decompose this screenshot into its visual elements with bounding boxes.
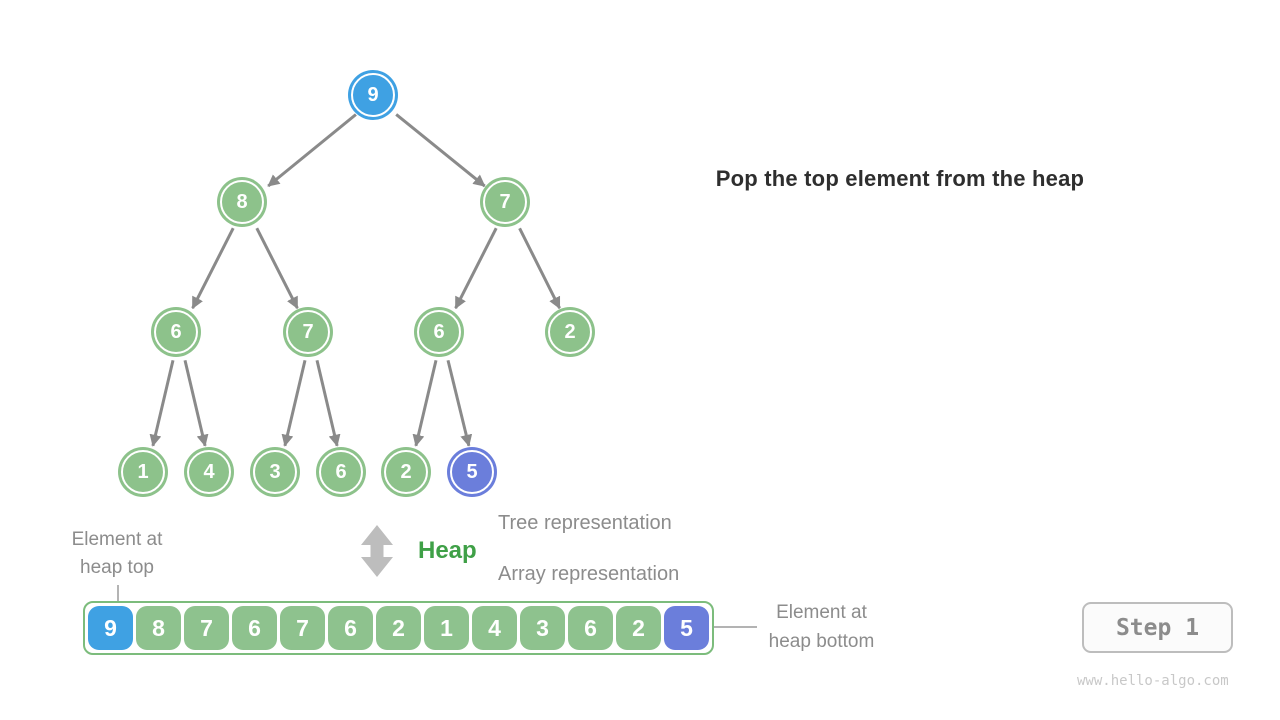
heap-label: Heap [418, 537, 477, 564]
tree-node-heap-bottom: 5 [450, 450, 494, 494]
array-representation-label: Array representation [498, 563, 680, 585]
array-cell: 6 [328, 606, 373, 650]
tree-node: 2 [548, 310, 592, 354]
heap-array: 9 8 7 6 7 6 2 1 4 3 6 2 5 [83, 601, 714, 655]
heap-top-label: Element at heap top [38, 526, 196, 582]
array-cell: 2 [616, 606, 661, 650]
tree-node: 4 [187, 450, 231, 494]
array-cell: 6 [568, 606, 613, 650]
tree-node: 6 [417, 310, 461, 354]
tree-node: 8 [220, 180, 264, 224]
heap-bottom-label-line1: Element at [776, 602, 867, 623]
page-title: Pop the top element from the heap [715, 166, 1085, 191]
heap-top-label-line2: heap top [80, 557, 154, 578]
array-cell: 7 [280, 606, 325, 650]
heap-bottom-label: Element at heap bottom [744, 598, 899, 656]
heap-top-label-line1: Element at [71, 529, 163, 550]
tree-node: 7 [483, 180, 527, 224]
array-cell-heap-top: 9 [88, 606, 133, 650]
up-down-arrow-icon [361, 525, 393, 577]
tree-node: 7 [286, 310, 330, 354]
tree-node: 1 [121, 450, 165, 494]
heap-bottom-label-line2: heap bottom [768, 631, 875, 652]
tree-node: 6 [319, 450, 363, 494]
tree-node: 3 [253, 450, 297, 494]
tree-node: 6 [154, 310, 198, 354]
tree-edges [149, 113, 561, 447]
array-cell: 3 [520, 606, 565, 650]
tree-node-root: 9 [351, 73, 395, 117]
array-cell-heap-bottom: 5 [664, 606, 709, 650]
tree-node: 2 [384, 450, 428, 494]
array-cell: 2 [376, 606, 421, 650]
array-cell: 1 [424, 606, 469, 650]
tree-representation-label: Tree representation [498, 512, 672, 534]
watermark: www.hello-algo.com [1077, 673, 1229, 689]
array-cell: 7 [184, 606, 229, 650]
array-cell: 8 [136, 606, 181, 650]
array-cell: 4 [472, 606, 517, 650]
step-badge: Step 1 [1082, 602, 1233, 653]
array-cell: 6 [232, 606, 277, 650]
